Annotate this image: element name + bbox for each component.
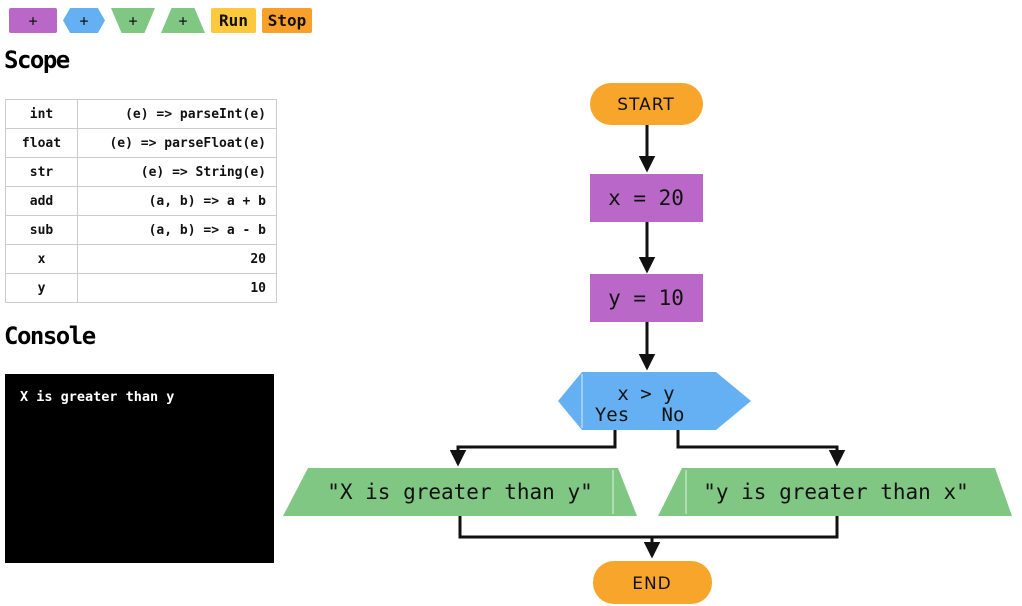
assign-node-y[interactable] bbox=[590, 274, 703, 322]
scope-var-name: x bbox=[5, 244, 78, 274]
assign-node-x[interactable] bbox=[590, 174, 703, 222]
output-node-no[interactable] bbox=[658, 468, 1012, 516]
scope-row: int (e) => parseInt(e) bbox=[5, 99, 277, 129]
decision-yes-label: Yes bbox=[595, 404, 629, 426]
add-decision-button[interactable]: + bbox=[63, 8, 105, 33]
edge-decision-no bbox=[676, 429, 846, 467]
add-assign-button[interactable]: + bbox=[9, 8, 57, 33]
start-node-label: START bbox=[617, 95, 674, 115]
console-output: X is greater than y bbox=[5, 374, 274, 563]
decision-node[interactable] bbox=[558, 372, 751, 430]
stop-button[interactable]: Stop bbox=[262, 8, 312, 33]
scope-var-value: 20 bbox=[77, 244, 277, 274]
scope-table: int (e) => parseInt(e) float (e) => pars… bbox=[5, 99, 277, 303]
assign-node-x-label: x = 20 bbox=[608, 186, 684, 210]
edge-merge bbox=[458, 516, 839, 539]
run-button[interactable]: Run bbox=[211, 8, 256, 33]
scope-var-name: int bbox=[5, 99, 78, 129]
toolbar: + + + + Run Stop bbox=[9, 8, 312, 33]
decision-condition-label: x > y bbox=[617, 383, 674, 405]
console-heading: Console bbox=[4, 322, 96, 350]
scope-row: y 10 bbox=[5, 273, 277, 303]
start-node[interactable] bbox=[590, 83, 703, 125]
edge-decision-yes bbox=[449, 429, 617, 467]
output-node-yes-label: "X is greater than y" bbox=[327, 480, 593, 504]
scope-heading: Scope bbox=[4, 46, 70, 74]
output-node-yes[interactable] bbox=[283, 468, 637, 516]
assign-node-y-label: y = 10 bbox=[608, 286, 684, 310]
scope-row: x 20 bbox=[5, 244, 277, 274]
scope-var-value: (a, b) => a + b bbox=[77, 186, 277, 216]
scope-var-name: sub bbox=[5, 215, 78, 245]
scope-var-value: (e) => parseInt(e) bbox=[77, 99, 277, 129]
end-node-label: END bbox=[632, 574, 672, 594]
end-node[interactable] bbox=[593, 561, 712, 604]
decision-no-label: No bbox=[662, 404, 685, 426]
scope-var-name: float bbox=[5, 128, 78, 158]
output-node-no-label: "y is greater than x" bbox=[703, 480, 969, 504]
scope-var-value: 10 bbox=[77, 273, 277, 303]
scope-row: add (a, b) => a + b bbox=[5, 186, 277, 216]
console-line: X is greater than y bbox=[20, 389, 175, 405]
scope-var-name: y bbox=[5, 273, 78, 303]
